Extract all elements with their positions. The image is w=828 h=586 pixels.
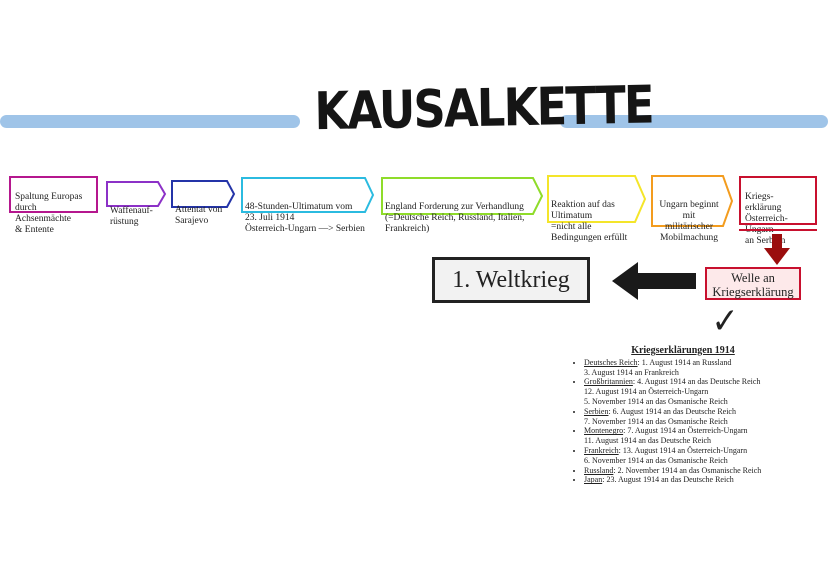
country-name: Russland (584, 465, 614, 475)
declaration-line: 5. November 1914 an das Osmanische Reich (584, 396, 728, 406)
chain-step-6-text: Reaktion auf das Ultimatum =nicht alle B… (551, 200, 628, 243)
chain-step-1: Spaltung Europas durch Achsenmächte & En… (9, 176, 98, 235)
chain-step-3-text: Attentat von Sarajevo (175, 205, 223, 226)
chain-step-4-text: 48-Stunden-Ultimatum vom 23. Juli 1914 Ö… (245, 202, 365, 234)
list-item: Frankreich: 13. August 1914 an Österreic… (584, 446, 798, 466)
declaration-line: : 23. August 1914 an das Deutsche Reich (602, 475, 734, 485)
chain-step-7-text: Ungarn beginnt mit militärischer Mobilma… (659, 200, 719, 243)
chain-step-5: England Forderung zur Verhandlung (=Deut… (381, 177, 544, 234)
declaration-line: 7. November 1914 an das Osmanische Reich (584, 416, 728, 426)
list-item: Großbritannien: 4. August 1914 an das De… (584, 377, 798, 406)
declaration-line: : 6. August 1914 an das Deutsche Reich (608, 406, 736, 416)
chain-step-6: Reaktion auf das Ultimatum =nicht alle B… (547, 175, 647, 243)
list-item: Serbien: 6. August 1914 an das Deutsche … (584, 407, 798, 427)
chain-step-4: 48-Stunden-Ultimatum vom 23. Juli 1914 Ö… (241, 177, 375, 234)
chain-step-7: Ungarn beginnt mit militärischer Mobilma… (651, 175, 734, 243)
weltkrieg-box: 1. Weltkrieg (432, 257, 590, 303)
country-name: Frankreich (584, 445, 619, 455)
list-item: Russland: 2. November 1914 an das Osmani… (584, 466, 798, 476)
chain-step-2-text: Waffenauf- rüstung (110, 206, 153, 227)
down-arrow-icon (764, 234, 790, 265)
declaration-line: 11. August 1914 an das Deutsche Reich (584, 436, 712, 446)
declaration-line: 12. August 1914 an Österreich-Ungarn (584, 387, 709, 397)
chain-step-5-text: England Forderung zur Verhandlung (=Deut… (385, 202, 525, 234)
declaration-line: : 13. August 1914 an Österreich-Ungarn (618, 445, 748, 455)
chain-step-8: Kriegs- erklärung Österreich-Ungarn an S… (739, 176, 817, 246)
chain-step-1-text: Spaltung Europas durch Achsenmächte & En… (15, 192, 83, 235)
declaration-line: : 1. August 1914 an Russland (637, 357, 732, 367)
country-name: Deutsches Reich (584, 357, 638, 367)
declaration-line: 6. November 1914 an das Osmanische Reich (584, 455, 728, 465)
declaration-line: 3. August 1914 an Frankreich (584, 367, 679, 377)
declaration-line: : 4. August 1914 an das Deutsche Reich (632, 377, 761, 387)
list-item: Deutsches Reich: 1. August 1914 an Russl… (584, 358, 798, 378)
declarations-panel: Kriegserklärungen 1914 Deutsches Reich: … (568, 346, 798, 485)
list-item: Japan: 23. August 1914 an das Deutsche R… (584, 475, 798, 485)
left-arrow-icon (612, 262, 696, 300)
declaration-line: : 2. November 1914 an das Osmanische Rei… (613, 465, 762, 475)
country-name: Serbien (584, 406, 609, 416)
title-bar-left (0, 115, 300, 128)
title-bar-right (560, 115, 828, 128)
checkmark-icon: ✓ (711, 301, 739, 342)
page-title: KAUSALKETTE (314, 75, 654, 143)
welle-box: Welle an Kriegserklärung (705, 267, 801, 300)
country-name: Großbritannien (584, 377, 633, 387)
chain-step-3: Attentat von Sarajevo (171, 180, 236, 226)
chain-step-8-underline (739, 229, 817, 231)
list-item: Montenegro: 7. August 1914 an Österreich… (584, 426, 798, 446)
chain-step-2: Waffenauf- rüstung (106, 181, 167, 227)
declaration-line: : 7. August 1914 an Österreich-Ungarn (623, 426, 748, 436)
country-name: Montenegro (584, 426, 624, 436)
declarations-heading: Kriegserklärungen 1914 (631, 345, 735, 356)
country-name: Japan (584, 475, 603, 485)
declarations-list: Deutsches Reich: 1. August 1914 an Russl… (568, 358, 798, 485)
